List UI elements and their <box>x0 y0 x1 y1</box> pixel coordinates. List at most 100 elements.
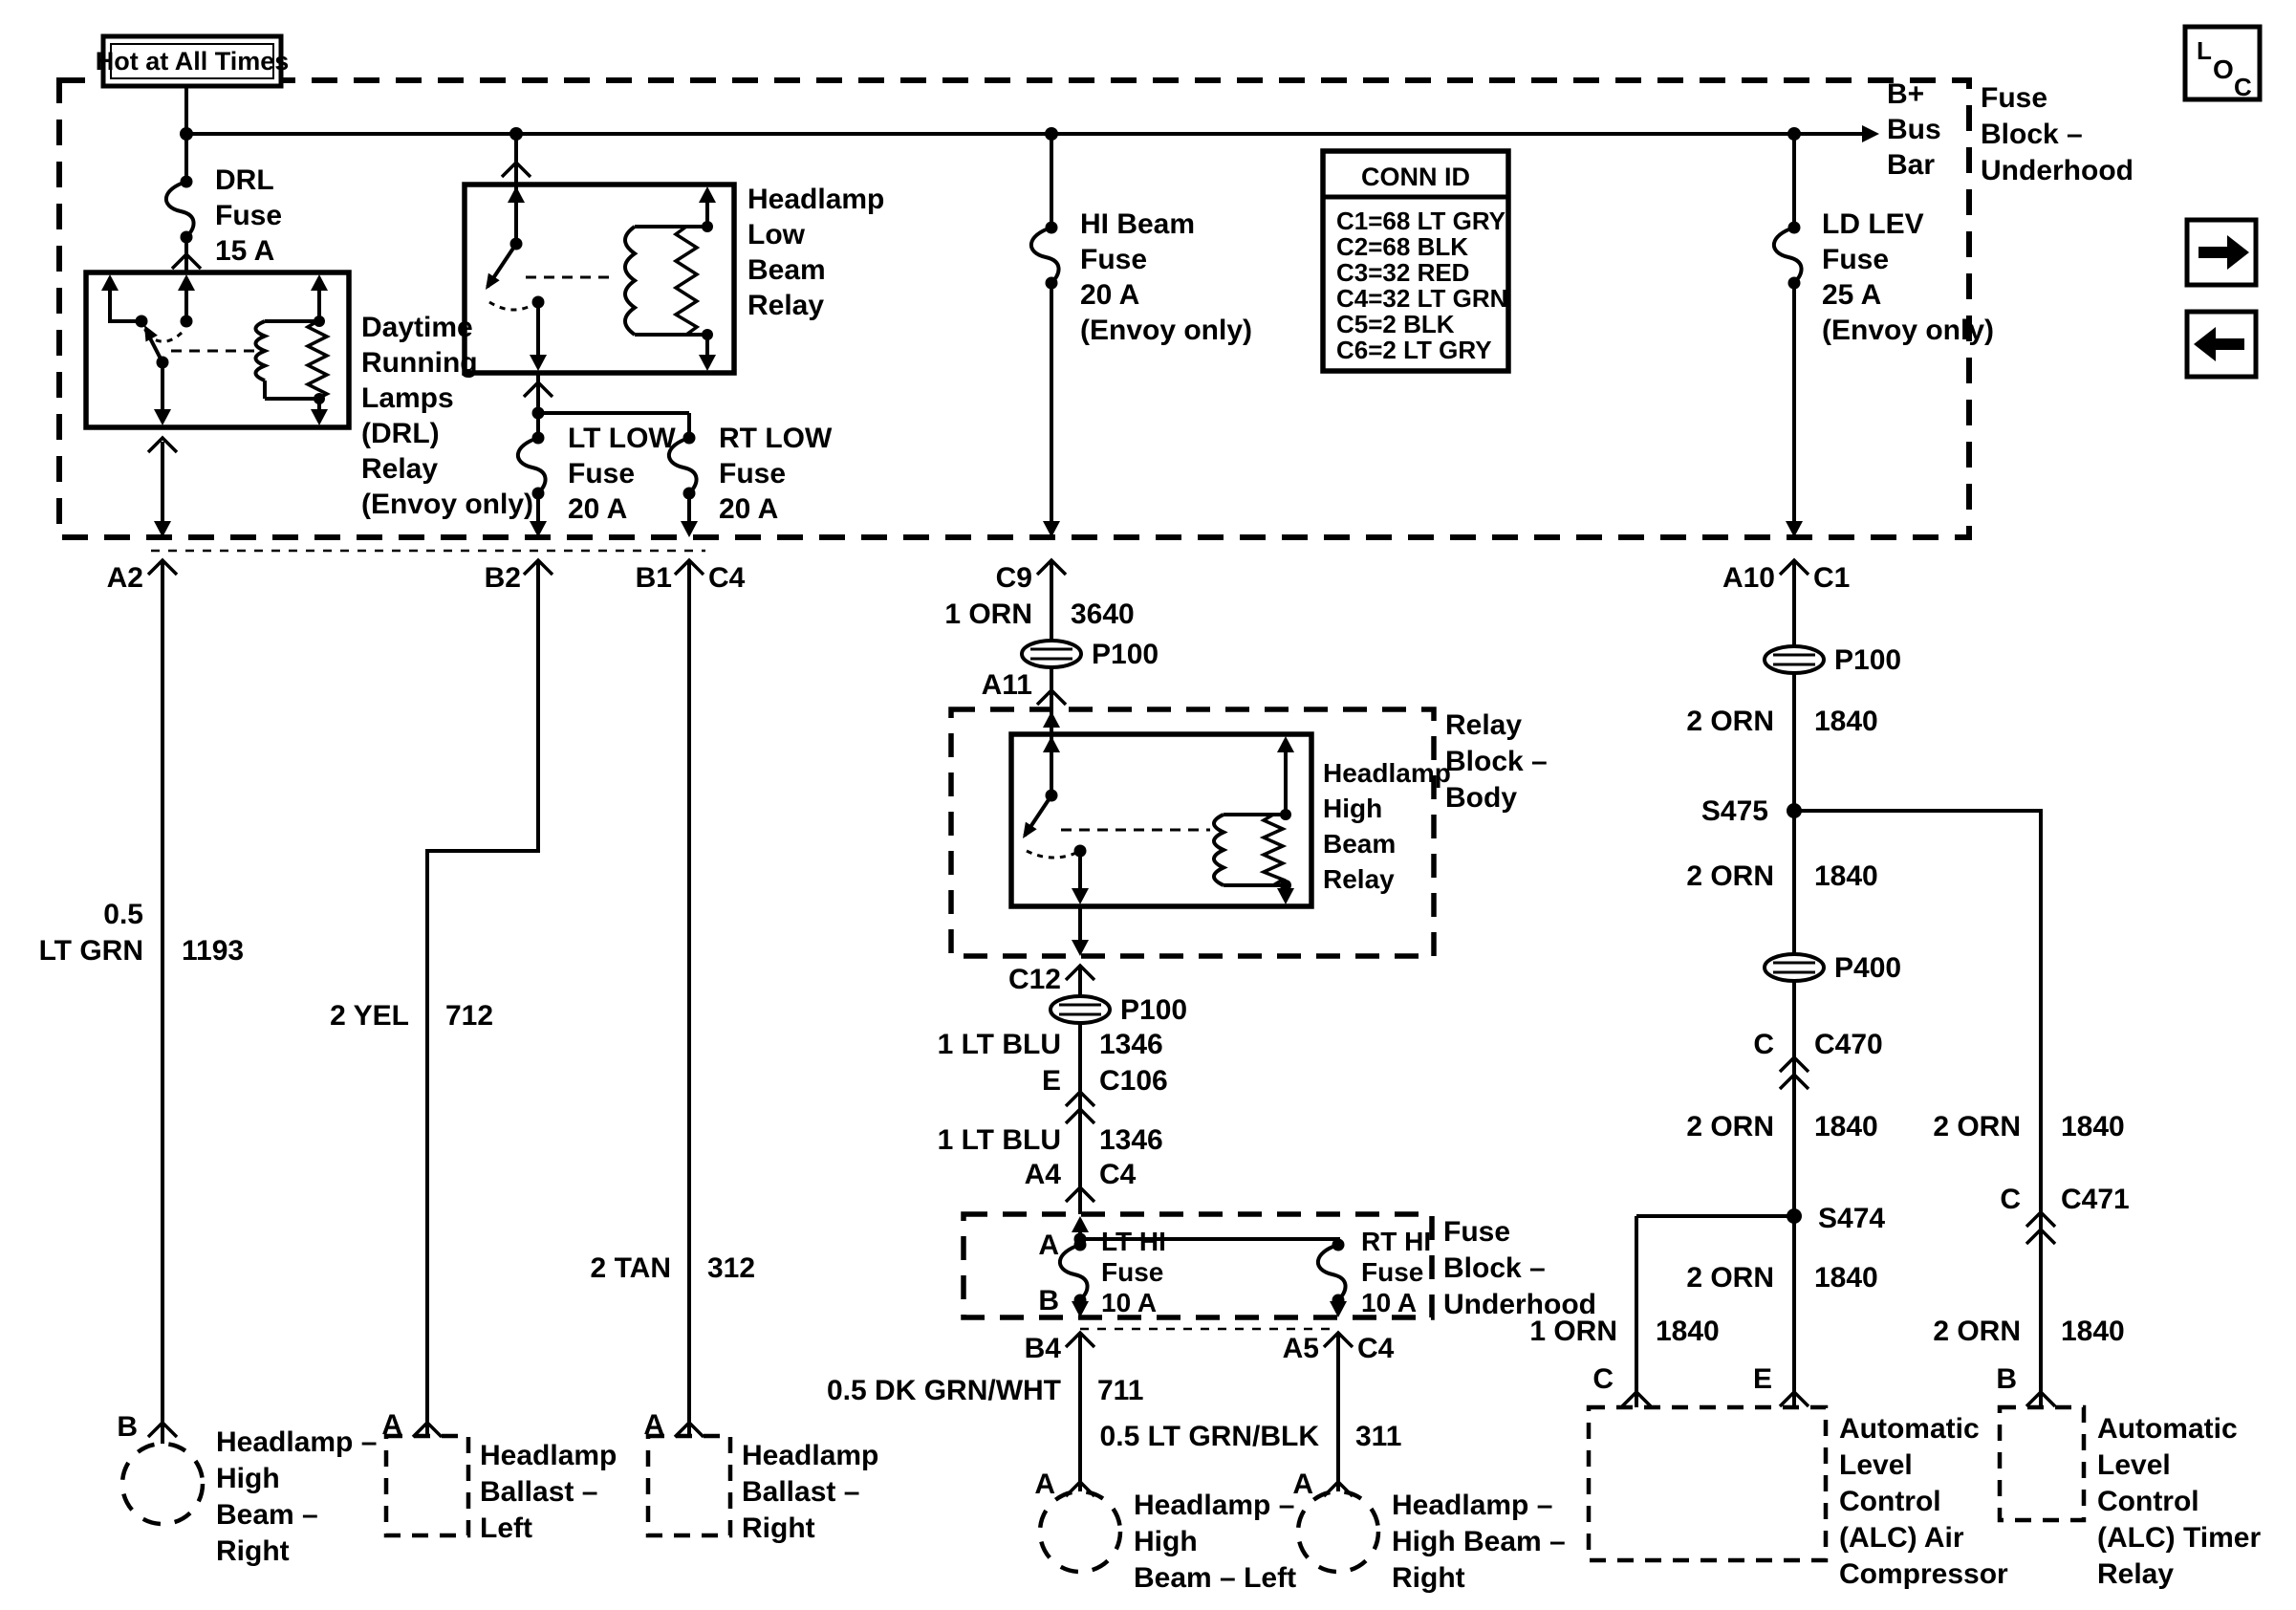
splice-s475 <box>1787 803 1802 818</box>
fuse-block-border <box>56 77 1972 540</box>
svg-text:LD LEV: LD LEV <box>1822 208 1924 240</box>
svg-text:(ALC) Air: (ALC) Air <box>1839 1522 1964 1554</box>
headlamp-high-beam-relay: Headlamp High Beam Relay <box>1008 731 1451 909</box>
drl-relay-label: Daytime <box>361 312 473 343</box>
wire-712-color: 2 YEL <box>330 1000 409 1032</box>
pin-a11: A11 <box>982 669 1032 701</box>
pin-a2: A2 <box>107 562 143 594</box>
svg-text:Ballast –: Ballast – <box>742 1476 859 1508</box>
fuse-block-top-pins: A2 B2 B1 C4 C9 A10 C1 <box>107 558 1850 594</box>
headlamp-high-beam-right-mid-load: A Headlamp – High Beam – Right <box>1292 1469 1565 1594</box>
svg-text:LT LOW: LT LOW <box>568 423 676 454</box>
svg-text:Low: Low <box>747 219 806 250</box>
pin-e-c106: E <box>1042 1065 1061 1097</box>
svg-text:DRL: DRL <box>215 164 274 196</box>
nav-icons: L O C <box>2182 24 2263 380</box>
svg-text:Left: Left <box>480 1512 532 1544</box>
svg-text:10 A: 10 A <box>1101 1288 1157 1317</box>
conn-id-row: C2=68 BLK <box>1336 232 1468 261</box>
svg-text:RT HI: RT HI <box>1361 1227 1431 1256</box>
svg-text:(ALC) Timer: (ALC) Timer <box>2097 1522 2261 1554</box>
pin-b1: B1 <box>636 562 672 594</box>
svg-text:Beam – Left: Beam – Left <box>1134 1562 1296 1594</box>
wire-311-circuit: 311 <box>1355 1421 1401 1452</box>
svg-text:Right: Right <box>216 1535 290 1567</box>
svg-text:High: High <box>1134 1526 1198 1557</box>
svg-text:1 LT BLU: 1 LT BLU <box>938 1124 1061 1156</box>
svg-text:1840: 1840 <box>2061 1111 2125 1142</box>
svg-text:2 ORN: 2 ORN <box>1933 1111 2021 1142</box>
svg-text:Compressor: Compressor <box>1839 1558 2008 1590</box>
svg-text:20 A: 20 A <box>1080 279 1139 311</box>
pin-a-left-lamp: A <box>1034 1469 1055 1500</box>
svg-text:Underhood: Underhood <box>1443 1289 1596 1320</box>
wire-1193-gauge: 0.5 <box>103 899 143 930</box>
alc-air-compressor-load: Automatic Level Control (ALC) Air Compre… <box>1586 1404 2008 1590</box>
grommet-p100-mid <box>1049 994 1112 1025</box>
wire-3640-color: 1 ORN <box>944 598 1032 630</box>
svg-text:Block –: Block – <box>1443 1252 1546 1284</box>
fuse-block-underhood-top: Hot at All Times B+ Bus Bar Fuse Block –… <box>56 33 2134 594</box>
svg-text:2 ORN: 2 ORN <box>1686 1262 1774 1294</box>
hot-at-all-times-banner: Hot at All Times <box>96 33 289 89</box>
pin-c4: C4 <box>708 562 746 594</box>
svg-text:Beam –: Beam – <box>216 1499 318 1531</box>
pin-a5: A5 <box>1283 1333 1319 1364</box>
pin-b2: B2 <box>485 562 521 594</box>
svg-text:High: High <box>1323 794 1382 823</box>
headlamp-high-beam-right-load: B Headlamp – High Beam – Right <box>117 1411 377 1567</box>
svg-text:1840: 1840 <box>1814 1262 1878 1294</box>
svg-text:20 A: 20 A <box>719 493 778 525</box>
svg-text:Headlamp –: Headlamp – <box>1134 1490 1294 1521</box>
p100-right-label: P100 <box>1834 644 1901 676</box>
pin-e-alc: E <box>1753 1363 1772 1395</box>
loc-letter-o: O <box>2213 54 2234 84</box>
svg-text:Block –: Block – <box>1445 746 1548 777</box>
svg-text:Headlamp: Headlamp <box>1323 758 1451 788</box>
grommet-p100-right <box>1763 644 1826 675</box>
pin-c-c470: C <box>1753 1029 1774 1060</box>
svg-text:1840: 1840 <box>1814 860 1878 892</box>
pin-a10: A10 <box>1722 562 1775 594</box>
svg-text:2 ORN: 2 ORN <box>1686 1111 1774 1142</box>
svg-text:1346: 1346 <box>1099 1124 1163 1156</box>
relay-block-body: 1 ORN 3640 P100 A11 Relay Block – Body H… <box>944 560 1548 995</box>
svg-text:High Beam –: High Beam – <box>1392 1526 1566 1557</box>
pin-c12: C12 <box>1008 964 1061 995</box>
svg-text:1840: 1840 <box>1656 1316 1720 1347</box>
pin-c-alc: C <box>1592 1363 1614 1395</box>
svg-text:Relay: Relay <box>1445 709 1522 741</box>
svg-text:Block –: Block – <box>1981 119 2083 150</box>
splice-s474-label: S474 <box>1818 1203 1885 1234</box>
pin-a-ballast-right: A <box>643 1409 664 1441</box>
headlamp-ballast-left-load: A Headlamp Ballast – Left <box>381 1409 617 1544</box>
fuse-block-top-title: Fuse Block – Underhood <box>1981 82 2134 186</box>
p100-mid-label: P100 <box>1120 994 1187 1026</box>
svg-text:10 A: 10 A <box>1361 1288 1417 1317</box>
wire-712 <box>425 560 540 1434</box>
next-page-button[interactable] <box>2184 217 2259 288</box>
svg-text:Right: Right <box>742 1512 815 1544</box>
pin-b4: B4 <box>1025 1333 1062 1364</box>
wire-1840-branch-right <box>1794 809 2043 1407</box>
svg-text:(DRL): (DRL) <box>361 418 440 449</box>
svg-text:HI Beam: HI Beam <box>1080 208 1195 240</box>
loc-button[interactable]: L O C <box>2182 24 2263 102</box>
svg-text:1840: 1840 <box>2061 1316 2125 1347</box>
alc-timer-relay-load: Automatic Level Control (ALC) Timer Rela… <box>1997 1404 2261 1590</box>
svg-text:Lamps: Lamps <box>361 382 454 414</box>
bplus-bus-bar: B+ Bus Bar <box>180 78 1941 181</box>
pin-c4-low: C4 <box>1357 1333 1395 1364</box>
prev-page-button[interactable] <box>2184 309 2259 380</box>
svg-text:Running: Running <box>361 347 478 379</box>
pin-c4-mid: C4 <box>1099 1159 1137 1190</box>
headlamp-high-beam-left-load: A Headlamp – High Beam – Left <box>1034 1469 1296 1594</box>
svg-text:1346: 1346 <box>1099 1029 1163 1060</box>
svg-text:Headlamp: Headlamp <box>480 1440 617 1471</box>
relay-block-body-border <box>948 707 1437 959</box>
svg-text:Fuse: Fuse <box>1443 1216 1510 1248</box>
pin-b-lamp: B <box>117 1411 138 1443</box>
pin-a-right-lamp: A <box>1292 1469 1313 1500</box>
svg-text:(Envoy only): (Envoy only) <box>1080 315 1252 346</box>
